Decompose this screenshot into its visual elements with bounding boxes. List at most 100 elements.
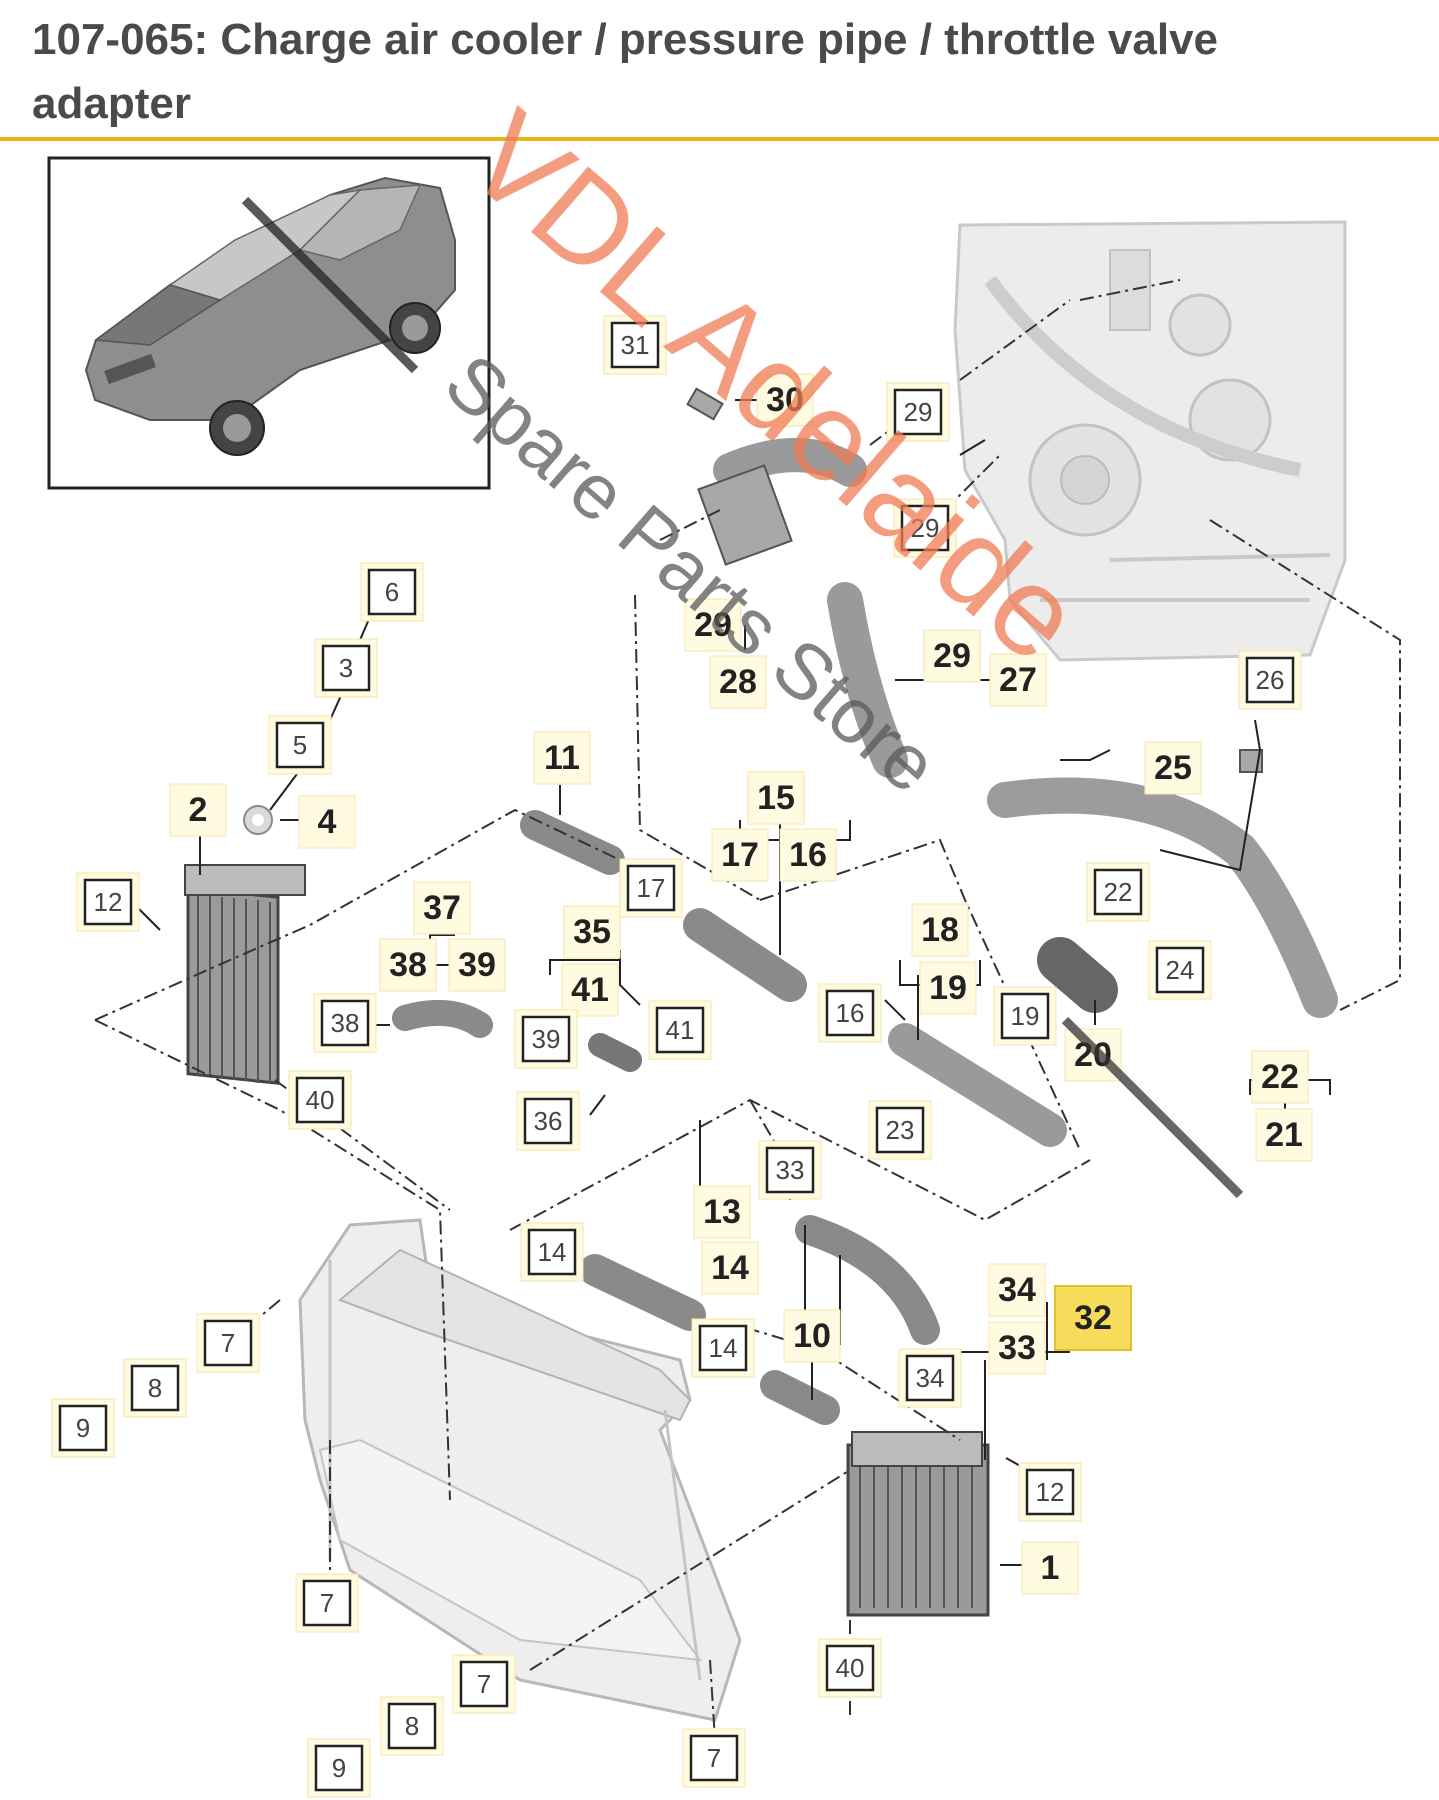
- callout-34: 34: [898, 1348, 962, 1408]
- callout-box: [698, 1324, 748, 1372]
- callout-label: 30: [766, 381, 804, 419]
- callout-box: [320, 999, 370, 1047]
- callout-label: 15: [757, 779, 795, 817]
- callout-halo: [298, 795, 356, 849]
- callout-box: [1000, 992, 1050, 1040]
- callout-halo: [563, 905, 621, 959]
- callout-9: 9: [51, 1398, 115, 1458]
- callout-label: 1: [1041, 1549, 1060, 1587]
- callout-label: 29: [694, 606, 732, 644]
- callout-39: 39: [448, 938, 506, 992]
- callout-label: 9: [76, 1413, 90, 1443]
- callout-box: [387, 1702, 437, 1750]
- callout-label: 17: [637, 873, 666, 903]
- callout-label: 41: [666, 1015, 695, 1045]
- callout-33: 33: [988, 1321, 1046, 1375]
- callout-7: 7: [452, 1654, 516, 1714]
- callout-box: [58, 1404, 108, 1452]
- callout-box: [302, 1579, 352, 1627]
- callout-label: 29: [933, 637, 971, 675]
- callout-halo: [448, 938, 506, 992]
- callout-17: 17: [619, 858, 683, 918]
- callout-25: 25: [1144, 741, 1202, 795]
- callout-halo: [988, 1321, 1046, 1375]
- front-carrier-frame: [298, 1218, 742, 1722]
- callout-31: 31: [603, 315, 667, 375]
- callout-8: 8: [123, 1358, 187, 1418]
- callout-halo: [1021, 1541, 1079, 1595]
- callout-30: 30: [756, 373, 814, 427]
- callout-27: 27: [989, 653, 1047, 707]
- callout-7: 7: [295, 1573, 359, 1633]
- callout-box: [1155, 946, 1205, 994]
- callout-halo: [684, 598, 742, 652]
- callout-label: 6: [385, 577, 399, 607]
- callout-label: 28: [719, 663, 757, 701]
- callout-box: [655, 1006, 705, 1054]
- callout-29: 29: [893, 498, 957, 558]
- callout-box: [523, 1097, 573, 1145]
- callout-24: 24: [1148, 940, 1212, 1000]
- callout-7: 7: [682, 1728, 746, 1788]
- callout-halo: [561, 963, 619, 1017]
- callout-41: 41: [648, 1000, 712, 1060]
- callout-halo: [1144, 741, 1202, 795]
- callout-18: 18: [911, 903, 969, 957]
- callout-box: [203, 1319, 253, 1367]
- callout-label: 13: [703, 1193, 741, 1231]
- callout-16: 16: [779, 828, 837, 882]
- callout-halo: [919, 961, 977, 1015]
- callout-29: 29: [886, 382, 950, 442]
- callout-label: 29: [904, 397, 933, 427]
- callout-box: [825, 989, 875, 1037]
- callout-label: 7: [477, 1669, 491, 1699]
- callout-29: 29: [923, 629, 981, 683]
- callout-label: 37: [423, 889, 461, 927]
- callout-11: 11: [533, 731, 591, 785]
- suv-illustration: [84, 176, 456, 456]
- callout-12: 12: [76, 872, 140, 932]
- engine-block: [953, 220, 1347, 662]
- callout-14: 14: [701, 1241, 759, 1295]
- page-header: 107-065: Charge air cooler / pressure pi…: [0, 0, 1439, 141]
- callout-38: 38: [313, 993, 377, 1053]
- callout-halo: [756, 373, 814, 427]
- callout-label: 14: [711, 1249, 749, 1287]
- callout-41: 41: [561, 963, 619, 1017]
- callout-label: 24: [1166, 955, 1195, 985]
- callout-label: 21: [1265, 1116, 1303, 1154]
- callout-1: 1: [1021, 1541, 1079, 1595]
- callout-box: [825, 1644, 875, 1692]
- callout-26: 26: [1238, 650, 1302, 710]
- callout-halo: [911, 903, 969, 957]
- callout-22: 22: [1086, 862, 1150, 922]
- callout-halo: [413, 881, 471, 935]
- callout-box: [626, 864, 676, 912]
- charge-air-cooler-left: [184, 805, 306, 1085]
- callout-16: 16: [818, 983, 882, 1043]
- callout-label: 22: [1261, 1058, 1299, 1096]
- callout-box: [130, 1364, 180, 1412]
- callout-halo: [711, 828, 769, 882]
- callout-box: [765, 1146, 815, 1194]
- callout-13: 13: [693, 1185, 751, 1239]
- callout-23: 23: [868, 1100, 932, 1160]
- callout-6: 6: [360, 562, 424, 622]
- callout-box: [610, 321, 660, 369]
- callout-label: 38: [331, 1008, 360, 1038]
- callout-label: 7: [221, 1328, 235, 1358]
- callout-label: 33: [998, 1329, 1036, 1367]
- callout-label: 19: [1011, 1001, 1040, 1031]
- callout-label: 33: [776, 1155, 805, 1185]
- callout-38: 38: [379, 938, 437, 992]
- callout-halo: [989, 653, 1047, 707]
- callout-17: 17: [711, 828, 769, 882]
- callout-10: 10: [783, 1309, 841, 1363]
- callout-label: 14: [538, 1237, 567, 1267]
- callout-box: [83, 878, 133, 926]
- connection-lines: [94, 279, 1401, 1741]
- callout-box: [900, 504, 950, 552]
- callout-halo: [779, 828, 837, 882]
- callout-4: 4: [298, 795, 356, 849]
